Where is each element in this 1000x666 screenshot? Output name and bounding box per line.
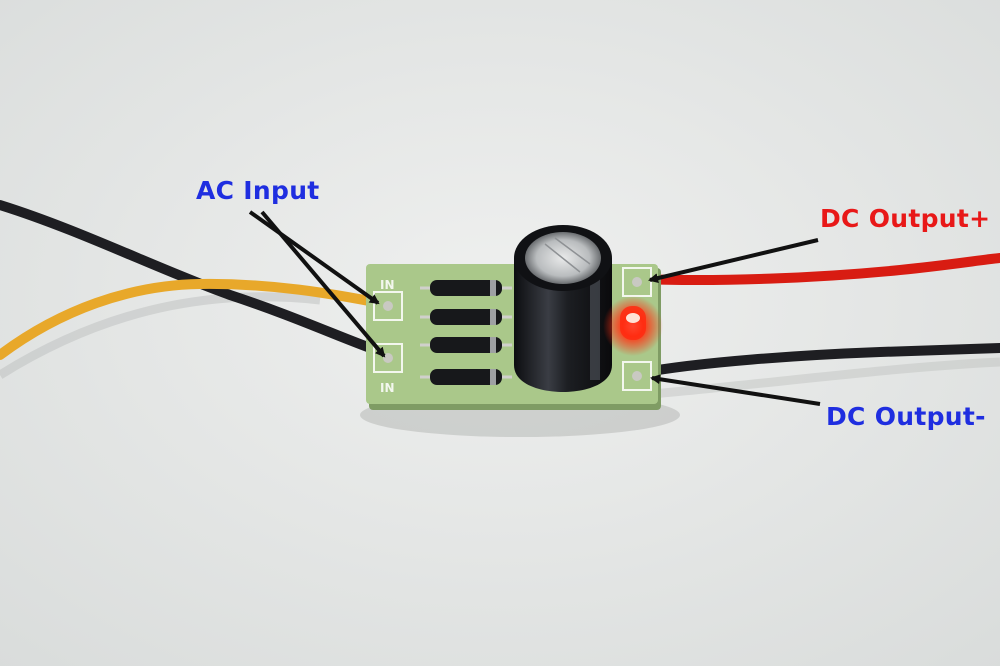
pad-label-bottom: IN <box>380 381 395 395</box>
dc-minus-wire-black <box>635 343 1000 378</box>
ac-wire-black <box>0 200 395 360</box>
arrow-ac-bottom <box>260 210 386 358</box>
led-icon <box>603 296 663 356</box>
pad-ac-top <box>373 291 403 321</box>
annotation-arrows <box>248 210 821 406</box>
dc-output-minus-label: DC Output- <box>826 402 986 431</box>
pad-label-top: IN <box>380 278 395 292</box>
rectifier-diode-icon <box>420 280 512 385</box>
arrow-dc-minus <box>650 374 821 406</box>
pad-ac-bottom <box>373 343 403 373</box>
arrow-ac-top <box>248 210 380 305</box>
arrow-dc-plus <box>648 238 819 284</box>
dc-output-plus-label: DC Output+ <box>820 204 991 233</box>
dc-plus-wire-red <box>635 253 1000 285</box>
ac-input-label: AC Input <box>196 176 320 205</box>
electrolytic-capacitor-icon <box>514 225 612 392</box>
